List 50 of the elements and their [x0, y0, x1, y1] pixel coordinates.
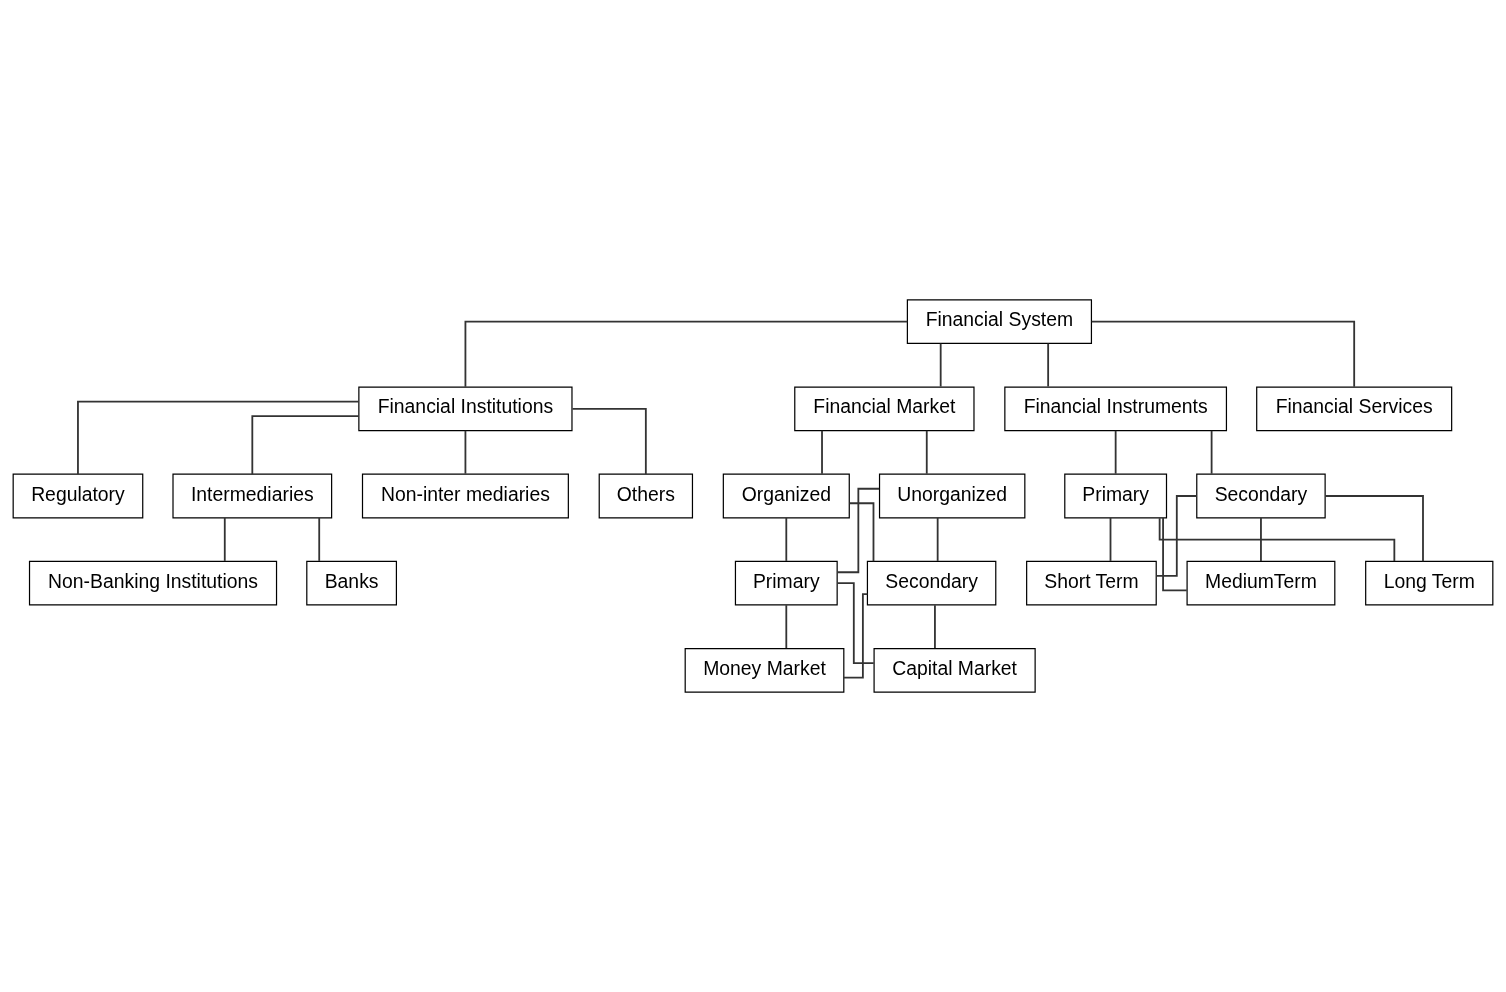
connector — [1047, 342, 1050, 388]
node-box: Secondary — [866, 560, 997, 606]
node-box: Financial Market — [794, 386, 975, 432]
node-box: Financial System — [906, 299, 1093, 345]
node-box: Intermediaries — [172, 473, 333, 519]
connector — [939, 342, 942, 388]
node-box: Non-Banking Institutions — [28, 560, 278, 606]
connector — [848, 502, 875, 563]
connector — [821, 429, 823, 475]
node-box: Primary — [734, 560, 838, 606]
node-box: Unorganized — [878, 473, 1026, 519]
node-box: Money Market — [684, 647, 845, 693]
node-box: Long Term — [1365, 560, 1494, 606]
connector — [1260, 517, 1262, 562]
node-box: Regulatory — [12, 473, 144, 519]
connector — [934, 604, 936, 649]
node-box: MediumTerm — [1186, 560, 1336, 606]
node-box: Others — [598, 473, 694, 519]
node-box: Capital Market — [873, 647, 1036, 693]
connector — [1158, 517, 1396, 562]
node-box: Secondary — [1196, 473, 1326, 519]
connector — [1109, 517, 1112, 562]
connector — [1090, 320, 1356, 388]
node-box: Organized — [722, 473, 850, 519]
connector — [223, 517, 226, 562]
node-box: Financial Services — [1256, 386, 1453, 432]
connector — [836, 487, 881, 574]
connector — [464, 320, 909, 388]
node-box: Financial Instruments — [1004, 386, 1228, 432]
node-box: Non-inter mediaries — [361, 473, 569, 519]
connector — [1210, 429, 1213, 475]
connector — [836, 582, 875, 664]
connector — [1162, 517, 1188, 592]
connector — [1114, 429, 1117, 475]
connector — [571, 407, 647, 475]
connector — [925, 429, 928, 475]
connector — [936, 517, 939, 562]
node-box: Banks — [306, 560, 397, 606]
connector — [1155, 495, 1198, 577]
connector — [785, 604, 788, 649]
connector — [251, 415, 360, 476]
connector — [318, 517, 321, 562]
connector — [1324, 495, 1424, 563]
node-box: Financial Institutions — [358, 386, 573, 432]
connector — [77, 400, 360, 475]
connector — [464, 429, 467, 475]
connector — [785, 517, 788, 562]
node-box: Short Term — [1026, 560, 1157, 606]
connector — [843, 593, 869, 679]
node-box: Primary — [1064, 473, 1168, 519]
